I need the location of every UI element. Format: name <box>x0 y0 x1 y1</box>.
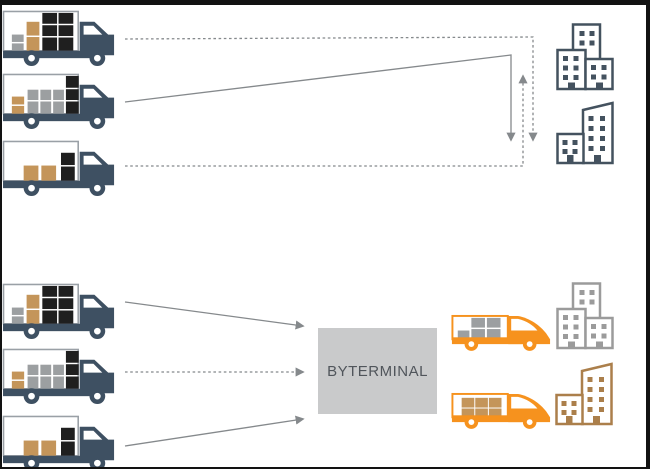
city-van-icon-1 <box>450 309 552 353</box>
building-cluster-icon-top-2 <box>556 101 614 165</box>
delivery-truck-icon-6 <box>2 415 120 469</box>
route-truck3-direct <box>125 74 528 167</box>
route-truck4-to-terminal <box>124 301 305 330</box>
terminal-box: BYTERMINAL <box>318 328 437 414</box>
delivery-truck-icon-5 <box>2 348 120 405</box>
frame-right <box>646 0 650 469</box>
delivery-truck-icon-4 <box>2 283 120 340</box>
delivery-truck-icon-3 <box>2 140 120 197</box>
frame-bottom <box>0 467 650 469</box>
route-truck6-to-terminal <box>124 415 305 447</box>
delivery-truck-icon-2 <box>2 73 120 130</box>
delivery-truck-icon-1 <box>2 10 120 67</box>
building-cluster-icon-bottom-2 <box>555 362 613 426</box>
frame-top <box>0 0 650 5</box>
city-van-icon-2 <box>450 387 552 431</box>
building-cluster-icon-bottom-1 <box>556 282 618 350</box>
terminal-label: BYTERMINAL <box>327 362 428 380</box>
route-truck2-direct <box>124 54 516 142</box>
building-cluster-icon-top-1 <box>556 23 618 91</box>
route-truck1-direct <box>124 36 538 142</box>
frame-left <box>0 0 2 469</box>
